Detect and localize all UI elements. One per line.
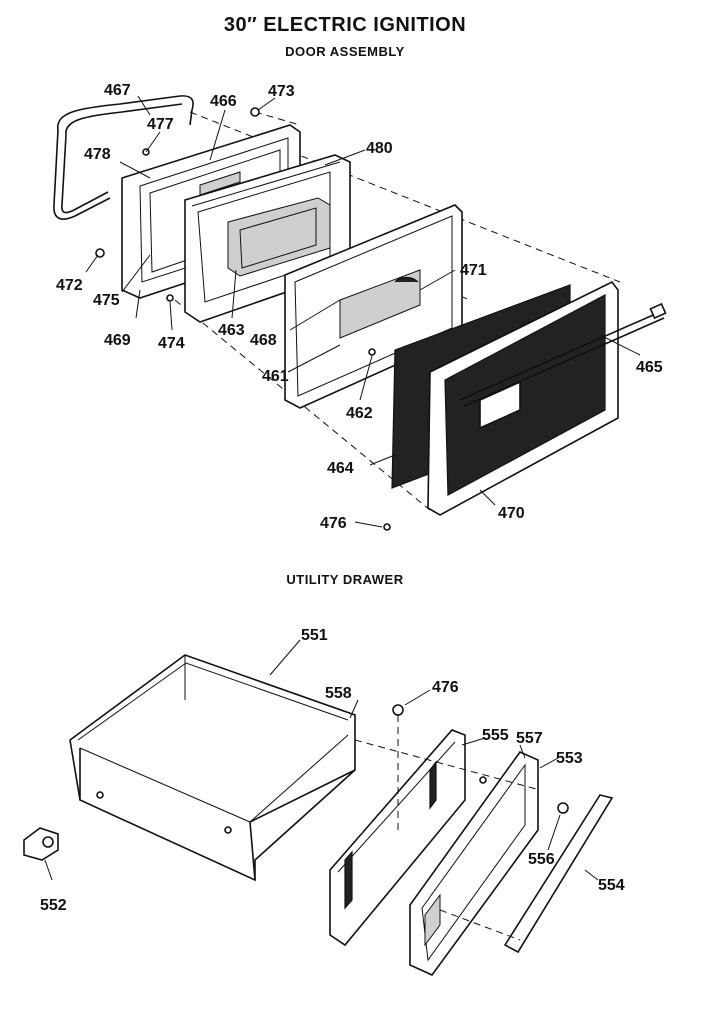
label-472: 472 [56, 277, 83, 294]
part-467-gasket [53, 95, 194, 220]
label-552: 552 [40, 897, 67, 914]
label-467: 467 [104, 82, 131, 99]
drawer-screws [392, 704, 569, 814]
label-553: 553 [556, 750, 583, 767]
label-556: 556 [528, 851, 555, 868]
label-468: 468 [250, 332, 277, 349]
label-551: 551 [301, 627, 328, 644]
alignment-line [439, 909, 521, 941]
label-554: 554 [598, 877, 625, 894]
label-466: 466 [210, 93, 237, 110]
label-555: 555 [482, 727, 509, 744]
label-470: 470 [498, 505, 525, 522]
leader-lines [85, 95, 641, 528]
label-461: 461 [262, 368, 289, 385]
label-471: 471 [460, 262, 487, 279]
label-463: 463 [218, 322, 245, 339]
alignment-line [254, 111, 301, 126]
label-474: 474 [158, 335, 185, 352]
label-480: 480 [366, 140, 393, 157]
label-462: 462 [346, 405, 373, 422]
alignment-line [354, 739, 541, 791]
part-555-drawer-front-panel [329, 729, 466, 947]
door-assembly-subtitle: DOOR ASSEMBLY [285, 44, 405, 59]
utility-drawer-subtitle: UTILITY DRAWER [286, 572, 404, 587]
label-558: 558 [325, 685, 352, 702]
part-552-drawer-roller [23, 827, 59, 861]
screw-parts [95, 107, 391, 531]
label-476-drawer: 476 [432, 679, 459, 696]
label-478: 478 [84, 146, 111, 163]
label-475: 475 [93, 292, 120, 309]
part-463-glass [227, 197, 331, 277]
label-465: 465 [636, 359, 663, 376]
part-465-handle [459, 302, 667, 407]
part-551-drawer-body [69, 654, 356, 882]
label-557: 557 [516, 730, 543, 747]
drawer-leader-lines [44, 639, 599, 881]
page-title: 30″ ELECTRIC IGNITION [223, 14, 467, 36]
label-464: 464 [327, 460, 354, 477]
part-553-drawer-front [409, 751, 539, 976]
label-469: 469 [104, 332, 131, 349]
label-476-door: 476 [320, 515, 347, 532]
label-473: 473 [268, 83, 295, 100]
label-477: 477 [147, 116, 174, 133]
part-470-outer-door [427, 280, 619, 516]
part-554-drawer-handle [503, 794, 614, 954]
